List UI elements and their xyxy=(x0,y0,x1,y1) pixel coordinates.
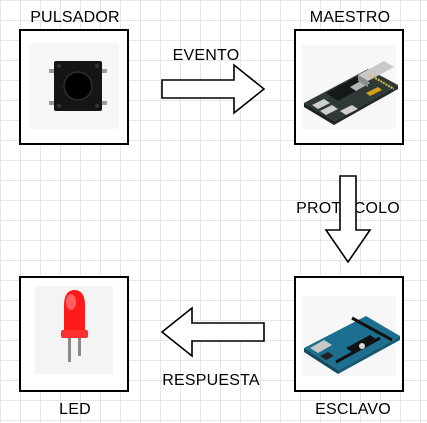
push-button-icon xyxy=(29,43,119,129)
evento-arrow xyxy=(161,63,266,115)
maestro-node xyxy=(294,29,404,145)
esclavo-label: ESCLAVO xyxy=(315,401,391,418)
pulsador-node xyxy=(19,29,129,145)
led-label: LED xyxy=(59,401,91,418)
microcontroller-board-icon xyxy=(302,296,400,376)
esclavo-node xyxy=(294,276,404,392)
led-icon xyxy=(35,286,113,374)
maestro-label: MAESTRO xyxy=(309,9,391,26)
single-board-computer-icon xyxy=(302,45,398,129)
protocolo-arrow xyxy=(324,175,372,264)
pulsador-label: PULSADOR xyxy=(30,9,120,26)
led-node xyxy=(19,276,129,392)
respuesta-arrow xyxy=(160,306,265,358)
respuesta-label: RESPUESTA xyxy=(162,372,260,389)
evento-label: EVENTO xyxy=(172,47,240,64)
